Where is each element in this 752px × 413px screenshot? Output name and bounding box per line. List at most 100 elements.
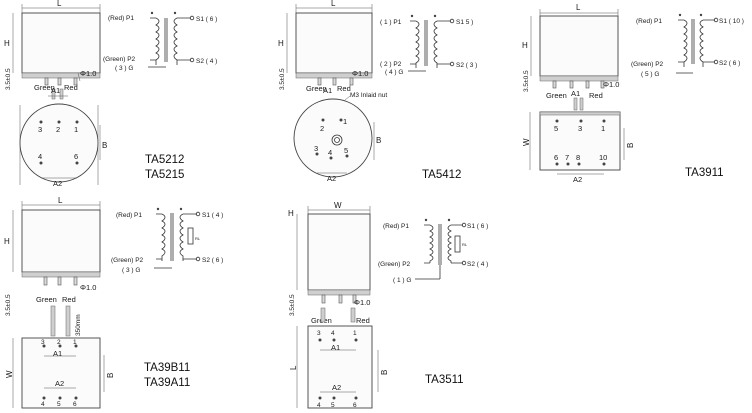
label-rl: RL [195,236,201,241]
label-p2: (Green) P2 [111,257,144,264]
pin-label: 6 [73,401,77,408]
pin-dia: Φ1.0 [352,69,368,78]
ta39-figure: L H 3.5±0.5 Φ1.0 Green Red 350mm 3 2 1 A… [4,196,223,409]
dim-a2: A2 [327,174,336,183]
lead-red: Red [589,91,603,100]
ta39-bottom-view [21,337,101,409]
label-s2: S2 ( 3 ) [456,62,477,69]
model-ta39b11: TA39B11 [144,362,190,374]
label-s2: S2 ( 6 ) [719,60,740,67]
ta3511-schematic: (Red) P1 (Green) P2 ( 1 ) G RL S1 ( 6 ) … [378,218,488,284]
dim-w: W [522,138,531,146]
dim-l: L [331,0,336,8]
pin-label: 5 [554,124,558,133]
label-p2: ( 2 ) P2 [380,61,402,68]
pin-label: 4 [328,148,332,157]
label-p2: (Green) P2 [631,61,664,68]
dim-lead: 3.5±0.5 [279,68,286,90]
ta5412-body [295,12,373,74]
pin-label: 1 [73,339,77,346]
lead-red: Red [337,84,351,93]
pin-label: 1 [74,125,78,134]
dim-b: B [102,141,107,150]
dim-h: H [288,209,294,218]
lead-red: Red [356,316,370,325]
label-s1: S1 ( 6 ) [196,16,217,23]
dim-l: L [289,365,298,370]
label-rl: RL [462,242,468,247]
ta5412-bottom-view [293,98,373,178]
dim-b: B [380,370,389,375]
pin-label: 7 [565,153,569,162]
ta5212-bottom-view [19,103,99,183]
dim-lead: 3.5±0.5 [5,294,12,316]
label-s2: S2 ( 4 ) [467,261,488,268]
pin-dia: Φ1.0 [80,69,96,78]
pin-label: 3 [578,124,582,133]
nut-label: M3 Inlaid nut [350,92,387,99]
dim-h: H [4,237,10,246]
dim-b: B [626,143,635,148]
pin-label: 10 [599,153,607,162]
pin-label: 1 [353,330,357,337]
ta3511-body [307,213,371,291]
pin-label: 5 [57,401,61,408]
pin-label: 1 [343,117,347,126]
dim-b: B [106,373,115,378]
dim-a1: A1 [53,349,62,358]
pin-label: 5 [344,146,348,155]
pin-label: 4 [41,401,45,408]
lead-green: Green [34,83,55,92]
model-ta5212: TA5212 [145,154,184,166]
dim-h: H [4,39,10,48]
dim-lead: 3.5±0.5 [289,294,296,316]
lead-length: 350mm [75,314,82,336]
lead-red: Red [64,83,78,92]
lead-green: Green [36,295,57,304]
label-g: ( 5 ) G [641,71,659,78]
lead-green: Green [306,84,327,93]
label-s2: S2 ( 6 ) [202,257,223,264]
ta3511-bottom-view [307,325,373,409]
ta39-body [21,209,101,273]
ta5412-schematic: ( 1 ) P1 ( 2 ) P2 ( 4 ) G S1 5 ) S2 ( 3 … [380,14,477,76]
dim-l: L [58,196,63,205]
ta5212-figure: L H 3.5±0.5 Φ1.0 Green Red A1 B 3 2 1 4 … [4,0,217,188]
green-lead [50,305,56,337]
pin-label: 3 [41,339,45,346]
label-g: ( 3 ) G [122,267,140,274]
pin-dia: Φ1.0 [354,298,370,307]
dim-h: H [278,39,284,48]
dim-a2: A2 [573,175,582,184]
pin-label: 2 [56,125,60,134]
dim-w: W [334,201,342,210]
dim-l: L [57,0,62,8]
model-ta5215: TA5215 [145,169,184,181]
ta5212-schematic: (Red) P1 (Green) P2 ( 3 ) G S1 ( 6 ) S2 … [103,11,217,72]
dim-a2: A2 [55,379,64,388]
dim-a2: A2 [53,179,62,188]
pin-label: 1 [601,124,605,133]
ta3911-schematic: (Red) P1 (Green) P2 ( 5 ) G S1 ( 10 ) S2… [631,13,744,78]
pin-label: 4 [38,152,42,161]
label-s1: S1 5 ) [456,19,473,26]
dim-b: B [376,136,381,145]
lead-red: Red [62,295,76,304]
model-ta3911: TA3911 [685,167,724,179]
label-p2: (Green) P2 [103,56,136,63]
pin-label: 6 [554,153,558,162]
ta5212-body [21,12,101,74]
model-ta3511: TA3511 [425,374,464,386]
label-p1: ( 1 ) P1 [380,19,402,26]
label-s1: S1 ( 4 ) [202,212,223,219]
pin-label: 6 [353,402,357,409]
label-p2: (Green) P2 [378,261,411,268]
label-g: ( 1 ) G [393,277,411,284]
ta3911-body [539,15,619,77]
label-p1: (Red) P1 [383,223,409,230]
dim-a2: A2 [332,383,341,392]
model-ta5412: TA5412 [422,169,461,181]
pin-label: 2 [320,124,324,133]
pin-label: 4 [317,402,321,409]
